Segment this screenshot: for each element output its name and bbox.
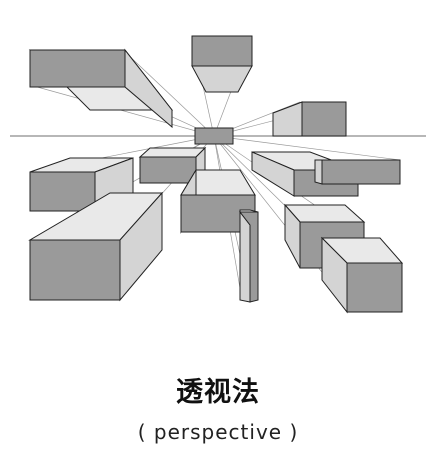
box-left-middle	[29, 157, 134, 212]
box-right-far	[314, 159, 401, 185]
box-bottom-right	[320, 236, 404, 314]
one-point-perspective-diagram	[10, 35, 426, 314]
caption-subtitle: ( perspective )	[137, 420, 299, 444]
box-bottom-left	[28, 191, 164, 302]
box-top-center	[191, 35, 253, 93]
caption-title: 透视法	[176, 377, 260, 408]
box-tall-thin	[238, 209, 259, 303]
box-right-lower	[283, 203, 366, 269]
center-box	[194, 127, 234, 145]
box-top-left	[28, 48, 174, 129]
box-top-right	[272, 101, 347, 137]
